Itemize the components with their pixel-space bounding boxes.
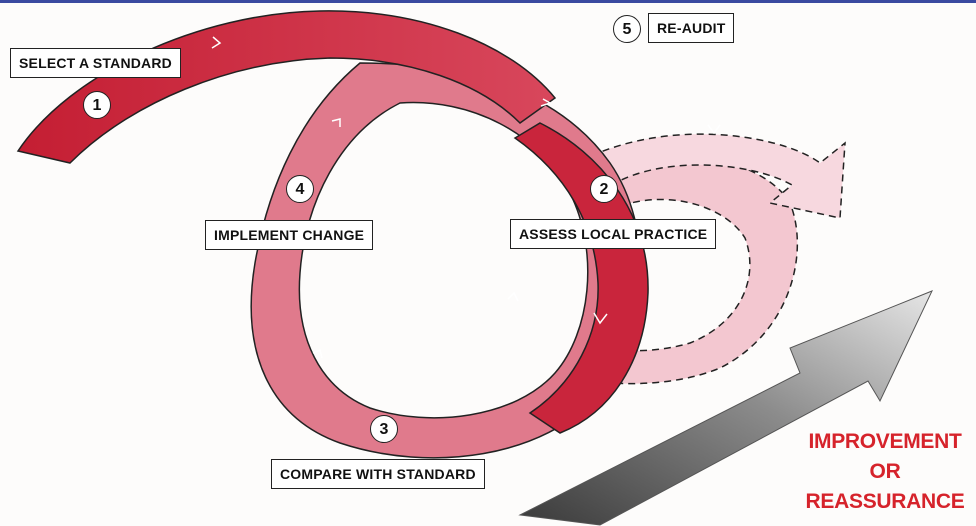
step-4-label: IMPLEMENT CHANGE: [205, 220, 373, 250]
step-1-number: 1: [83, 91, 111, 119]
step-1-label: SELECT A STANDARD: [10, 48, 181, 78]
step-5-number: 5: [613, 15, 641, 43]
step-4-number: 4: [286, 175, 314, 203]
step-2-label: ASSESS LOCAL PRACTICE: [510, 219, 716, 249]
step-3-number: 3: [370, 415, 398, 443]
outcome-text: IMPROVEMENT OR REASSURANCE: [800, 427, 970, 517]
main-loop: [251, 63, 648, 458]
step-5-label: RE-AUDIT: [648, 13, 734, 43]
outcome-line-2: OR REASSURANCE: [800, 457, 970, 517]
outcome-line-1: IMPROVEMENT: [800, 427, 970, 457]
step-2-number: 2: [590, 175, 618, 203]
step-3-label: COMPARE WITH STANDARD: [271, 459, 485, 489]
